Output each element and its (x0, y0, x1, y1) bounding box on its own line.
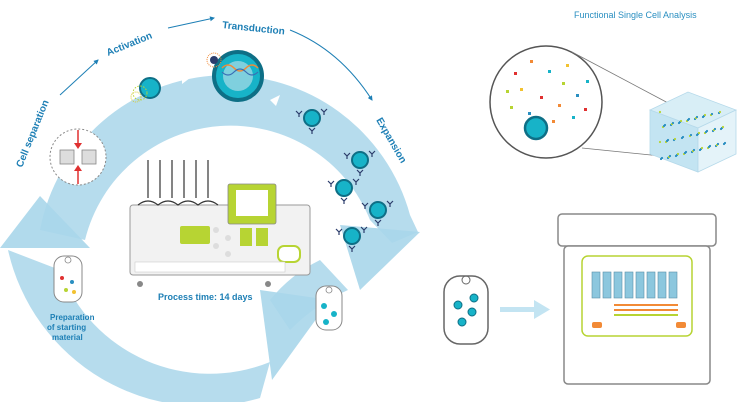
analyzer-instrument-icon (557, 213, 717, 385)
functional-analysis-title: Functional Single Cell Analysis (574, 10, 697, 20)
magnified-cell-view (489, 45, 681, 159)
transfer-arrow (500, 300, 550, 319)
expanded-cell-icon (327, 178, 360, 204)
process-time-label: Process time: 14 days (158, 292, 253, 302)
expanded-cell-icon (295, 108, 328, 134)
expansion-cells (295, 108, 394, 252)
triangle-marker (270, 95, 280, 106)
separator-icon (49, 128, 107, 186)
label-activation: Activation (105, 30, 154, 58)
data-cube-icon (648, 91, 738, 173)
label-cell-separation: Cell separation (15, 99, 52, 170)
final-product-label: Final cell product (300, 341, 336, 360)
secreted-molecules (506, 60, 589, 123)
expanded-cell-icon (335, 226, 368, 252)
cell-bag-icon (53, 255, 83, 303)
process-cycle-arc (0, 75, 420, 407)
expanded-cell-icon (361, 200, 394, 226)
triangle-marker (182, 72, 190, 84)
cell-processing-instrument-icon (129, 160, 311, 287)
cell-icon (130, 77, 161, 103)
final-product-bag-icon (315, 285, 343, 331)
sample-bag-icon (443, 275, 489, 345)
preparation-label: Preparation of starting material (47, 313, 97, 342)
label-transduction: Transduction (222, 20, 286, 38)
expanded-cell-icon (343, 150, 376, 176)
flow-arrow-3 (289, 29, 373, 101)
flow-arrow-2 (167, 16, 215, 29)
transduction-cell-icon (206, 50, 264, 102)
flow-arrow-1 (59, 59, 99, 96)
